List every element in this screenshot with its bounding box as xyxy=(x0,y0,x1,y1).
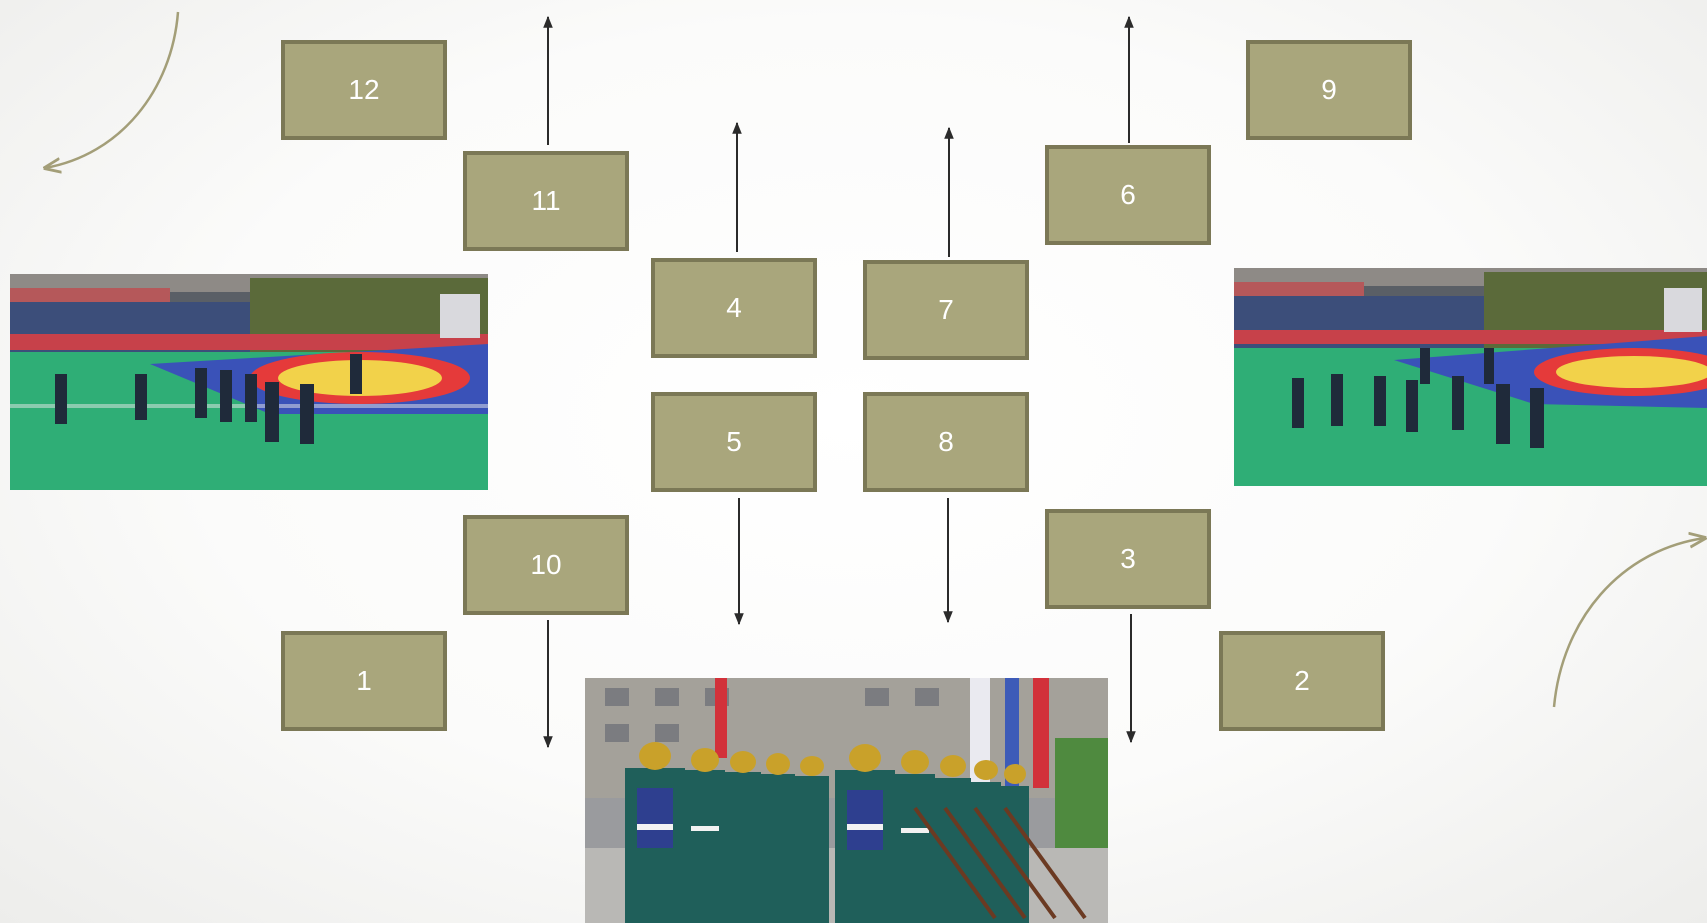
photo-gym-left xyxy=(10,274,488,490)
box-6: 6 xyxy=(1045,145,1211,245)
photo-parade xyxy=(585,678,1108,923)
box-label: 12 xyxy=(348,74,379,106)
box-label: 1 xyxy=(356,665,372,697)
box-label: 4 xyxy=(726,292,742,324)
curved-arrow-top-left xyxy=(45,12,178,168)
box-11: 11 xyxy=(463,151,629,251)
box-label: 11 xyxy=(531,185,560,217)
box-label: 9 xyxy=(1321,74,1337,106)
box-1: 1 xyxy=(281,631,447,731)
box-12: 12 xyxy=(281,40,447,140)
curved-arrow-bottom-right xyxy=(1554,538,1705,707)
photo-gym-right xyxy=(1234,268,1707,486)
box-7: 7 xyxy=(863,260,1029,360)
box-2: 2 xyxy=(1219,631,1385,731)
box-8: 8 xyxy=(863,392,1029,492)
box-4: 4 xyxy=(651,258,817,358)
box-label: 10 xyxy=(530,549,561,581)
box-label: 7 xyxy=(938,294,954,326)
box-label: 3 xyxy=(1120,543,1136,575)
box-9: 9 xyxy=(1246,40,1412,140)
box-3: 3 xyxy=(1045,509,1211,609)
box-label: 2 xyxy=(1294,665,1310,697)
box-10: 10 xyxy=(463,515,629,615)
box-label: 5 xyxy=(726,426,742,458)
box-label: 6 xyxy=(1120,179,1136,211)
box-5: 5 xyxy=(651,392,817,492)
box-label: 8 xyxy=(938,426,954,458)
